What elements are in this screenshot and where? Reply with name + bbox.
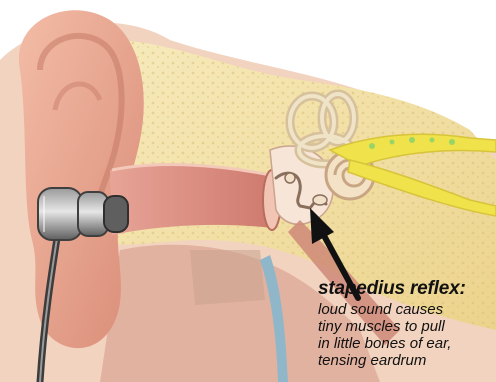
caption-body: loud sound causes tiny muscles to pull i… xyxy=(318,301,494,369)
earbud xyxy=(38,188,128,240)
caption-title: stapedius reflex: xyxy=(318,278,494,299)
caption-line: tiny muscles to pull xyxy=(318,318,494,335)
caption-line: loud sound causes xyxy=(318,301,494,318)
caption-line: tensing eardrum xyxy=(318,352,494,369)
caption-line: in little bones of ear, xyxy=(318,335,494,352)
stapedius-reflex-caption: stapedius reflex: loud sound causes tiny… xyxy=(318,278,494,369)
ear-canal xyxy=(110,165,272,235)
mastoid-texture xyxy=(190,250,265,305)
